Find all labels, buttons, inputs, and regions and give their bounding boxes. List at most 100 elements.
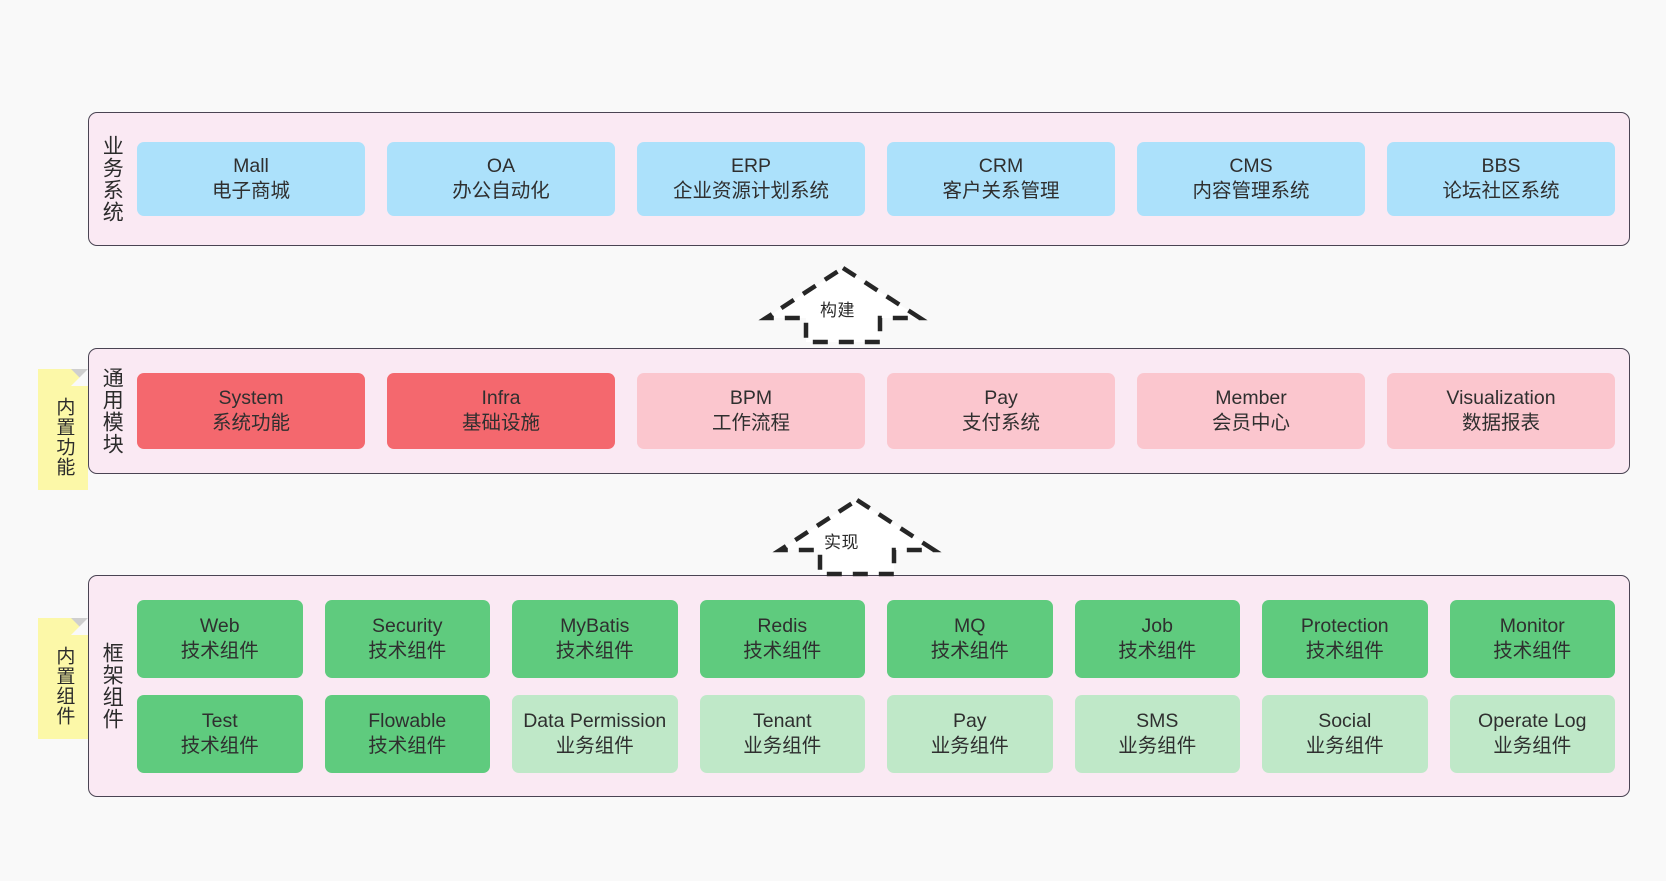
card-title-en: Operate Log (1478, 709, 1587, 732)
card-title-en: Monitor (1499, 614, 1565, 637)
card-title-en: Job (1141, 614, 1173, 637)
card-title-cn: 客户关系管理 (942, 180, 1060, 202)
card-title-en: Protection (1300, 614, 1389, 637)
connector-build: 构建 (758, 262, 928, 348)
connector-label-build: 构建 (820, 301, 855, 320)
card-title-cn: 工作流程 (711, 412, 790, 434)
card-title-cn: 办公自动化 (452, 180, 550, 202)
card-title-cn: 系统功能 (211, 412, 290, 434)
card-title-cn: 技术组件 (368, 639, 447, 662)
card-title-cn: 技术组件 (1118, 639, 1197, 662)
card-title-en: OA (486, 155, 516, 178)
card-title-en: CRM (978, 155, 1024, 178)
card-title-cn: 技术组件 (180, 639, 259, 662)
card-title-cn: 基础设施 (461, 412, 540, 434)
card-title-en: Infra (481, 387, 521, 410)
card-title-en: BPM (729, 387, 773, 410)
card-title-cn: 技术组件 (555, 639, 634, 662)
card-title-en: Pay (984, 387, 1018, 410)
card-title-cn: 企业资源计划系统 (672, 180, 829, 202)
card-title-en: BBS (1481, 155, 1521, 178)
card-title-en: Social (1318, 709, 1372, 732)
card-title-cn: 业务组件 (555, 734, 634, 757)
card-title-en: Data Permission (523, 709, 667, 732)
sticky-note-label: 内置功能 (53, 396, 75, 477)
card-title-en: Security (372, 614, 443, 637)
card-title-en: Tenant (752, 709, 812, 732)
card-title-en: SMS (1136, 709, 1179, 732)
card-title-en: CMS (1229, 155, 1273, 178)
card-title-cn: 业务组件 (1118, 734, 1197, 757)
card-title-cn: 支付系统 (961, 412, 1040, 434)
card-title-cn: 电子商城 (211, 180, 290, 202)
connector-label-implement: 实现 (824, 533, 859, 552)
connector-implement: 实现 (772, 494, 942, 580)
card-title-en: Pay (952, 709, 987, 732)
card-title-cn: 内容管理系统 (1192, 180, 1310, 202)
card-title-en: Visualization (1446, 387, 1556, 410)
card-title-cn: 会员中心 (1211, 412, 1290, 434)
card-title-en: System (218, 387, 284, 410)
layer-label-business: 业务系统 (100, 135, 124, 223)
card-title-en: Redis (757, 614, 808, 637)
card-title-en: Member (1215, 387, 1287, 410)
card-title-cn: 业务组件 (1305, 734, 1384, 757)
layer-label-common: 通用模块 (100, 367, 124, 455)
card-title-cn: 业务组件 (1493, 734, 1572, 757)
layer-label-framework: 框架组件 (100, 642, 124, 730)
card-title-cn: 技术组件 (1493, 639, 1572, 662)
card-title-cn: 业务组件 (743, 734, 822, 757)
card-title-cn: 技术组件 (368, 734, 447, 757)
card-title-cn: 论坛社区系统 (1442, 180, 1560, 202)
card-title-cn: 技术组件 (180, 734, 259, 757)
card-title-en: Mall (233, 155, 269, 178)
sticky-note-builtin-components: 内置组件 (38, 618, 88, 739)
card-title-cn: 技术组件 (1305, 639, 1384, 662)
card-title-cn: 技术组件 (743, 639, 822, 662)
sticky-note-label: 内置组件 (53, 645, 75, 726)
card-title-en: Flowable (368, 709, 447, 732)
card-title-en: Test (201, 709, 238, 732)
card-title-en: MyBatis (560, 614, 630, 637)
card-title-en: Web (199, 614, 240, 637)
card-title-cn: 数据报表 (1461, 412, 1540, 434)
